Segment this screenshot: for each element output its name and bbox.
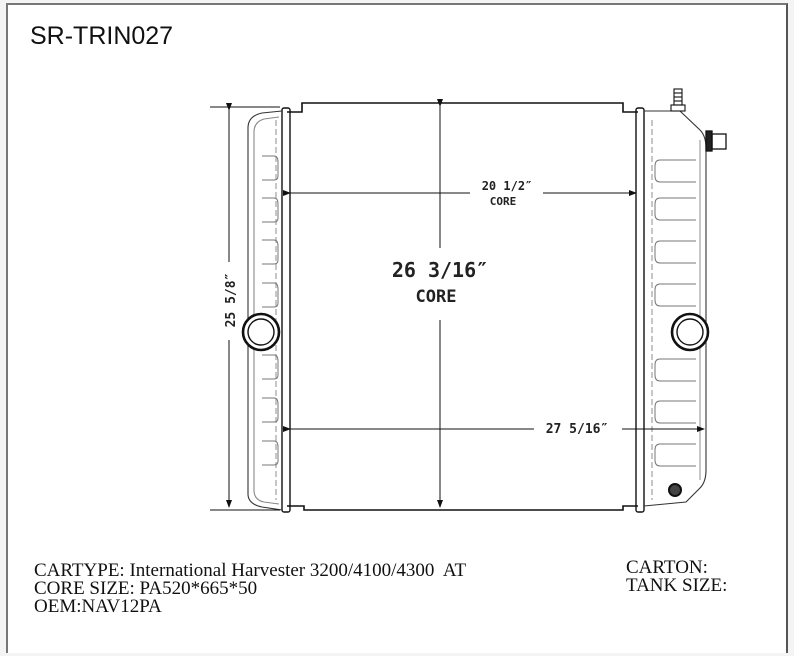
overall-height-label: 25 5/8″ [224, 273, 239, 328]
left-tank [241, 110, 283, 511]
core-height-value: 26 3/16″ [392, 258, 488, 282]
oem-line: OEM:NAV12PA [34, 596, 162, 617]
drain-plug-icon [668, 483, 682, 497]
left-header-plate [281, 107, 291, 513]
right-tank [643, 88, 727, 507]
core-width-label: CORE [490, 195, 517, 208]
core-size-line: CORE SIZE: PA520*665*50 [34, 578, 258, 599]
tank-size-line: TANK SIZE: [626, 575, 728, 596]
specs-block: CARTYPE: International Harvester 3200/41… [34, 560, 467, 617]
part-number-title: SR-TRIN027 [30, 22, 174, 50]
overall-width-label: 27 5/16″ [546, 422, 609, 437]
specs-right-block: CARTON: TANK SIZE: [626, 557, 728, 596]
radiator-core [287, 102, 638, 511]
dimension-overall-height [210, 103, 280, 511]
right-header-plate [635, 107, 645, 513]
core-height-label: CORE [416, 287, 457, 307]
filler-neck [670, 88, 686, 112]
outlet-pipe [705, 130, 727, 152]
cartype-line: CARTYPE: International Harvester 3200/41… [34, 560, 467, 581]
core-width-value: 20 1/2″ [482, 179, 533, 193]
carton-line: CARTON: [626, 557, 708, 578]
